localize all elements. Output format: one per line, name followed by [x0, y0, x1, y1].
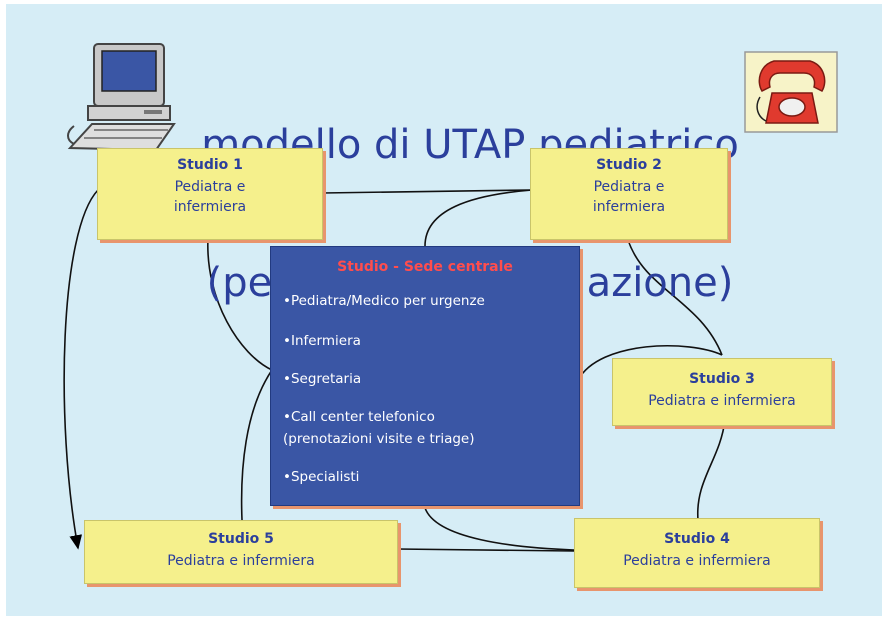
central-item-infermiera: •Infermiera: [283, 333, 361, 349]
link-studio1-studio5: [63, 189, 99, 550]
link-studio5-studio4: [396, 548, 575, 552]
link-studio2-studio3: [627, 239, 723, 356]
studio-1-name: Studio 1: [177, 157, 243, 173]
computer-icon: [67, 43, 176, 152]
central-item-segretaria: •Segretaria: [283, 371, 362, 387]
central-item-specialisti: •Specialisti: [283, 469, 360, 485]
telephone-icon: [744, 51, 838, 133]
studio-2-line1: Pediatra e: [593, 179, 665, 195]
studio-4-box: Studio 4 Pediatra e infermiera: [574, 518, 820, 588]
central-office-title: Studio - Sede centrale: [337, 259, 513, 275]
central-item-call-center: •Call center telefonico: [283, 409, 435, 425]
link-studio3-studio4: [697, 419, 726, 521]
studio-1-box: Studio 1 Pediatra e infermiera: [97, 148, 323, 240]
studio-5-box: Studio 5 Pediatra e infermiera: [84, 520, 398, 584]
link-studio1-studio2: [321, 189, 531, 194]
studio-1-line2: infermiera: [173, 199, 247, 215]
studio-2-box: Studio 2 Pediatra e infermiera: [530, 148, 728, 240]
link-studio2-central: [424, 189, 533, 247]
studio-3-box: Studio 3 Pediatra e infermiera: [612, 358, 832, 426]
link-central-studio3: [577, 345, 723, 381]
link-central-studio4: [423, 503, 575, 551]
studio-2-line2: infermiera: [592, 199, 666, 215]
central-office-box: Studio - Sede centrale •Pediatra/Medico …: [270, 246, 580, 506]
studio-5-name: Studio 5: [208, 531, 274, 547]
link-studio1-central: [207, 237, 273, 371]
studio-1-line1: Pediatra e: [174, 179, 246, 195]
central-item-pediatra: •Pediatra/Medico per urgenze: [283, 293, 485, 309]
central-item-call-center-detail: (prenotazioni visite e triage): [283, 431, 475, 447]
studio-4-name: Studio 4: [664, 531, 730, 547]
studio-4-line1: Pediatra e infermiera: [623, 553, 771, 569]
studio-2-name: Studio 2: [596, 157, 662, 173]
studio-3-name: Studio 3: [689, 371, 755, 387]
studio-3-line1: Pediatra e infermiera: [648, 393, 796, 409]
link-central-studio5: [240, 369, 273, 521]
studio-5-line1: Pediatra e infermiera: [167, 553, 315, 569]
